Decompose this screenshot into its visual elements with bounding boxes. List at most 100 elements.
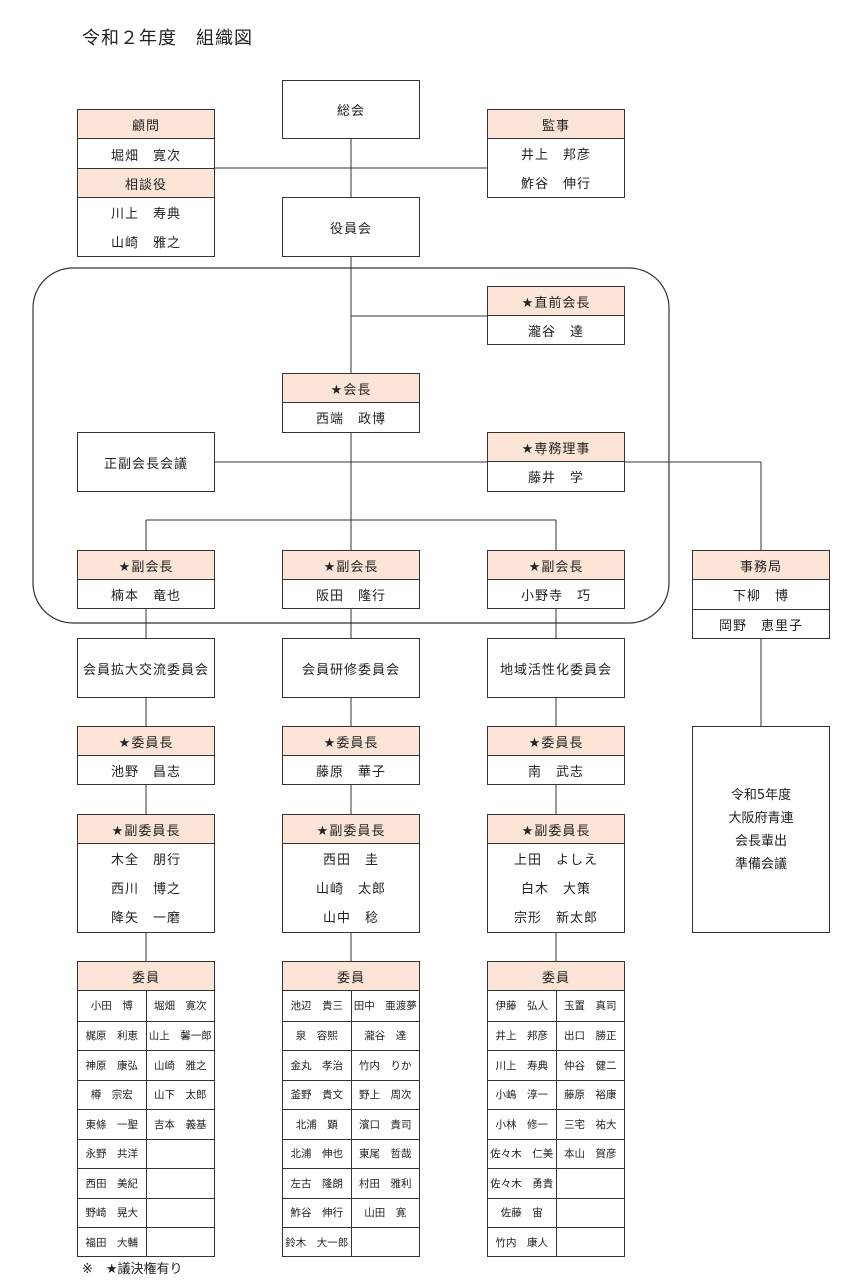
member-row: 永野 共洋 (78, 1138, 214, 1168)
committee-members-table: 委員小田 博堀畑 寛次梶原 利恵山上 馨一郎神原 康弘山崎 雅之樽 宗宏山下 太… (77, 961, 215, 1257)
managing-director-header: ★専務理事 (488, 433, 624, 462)
member-name: 野上 周次 (350, 1080, 420, 1109)
member-name: 梶原 利恵 (85, 1030, 139, 1043)
committee-vice-chair-box: ★副委員長木全 朋行西川 博之降矢 一磨 (77, 814, 215, 933)
member-name: 竹内 りか (350, 1051, 420, 1080)
vp-meeting-box: 正副会長会議 (77, 432, 215, 492)
committee-members-header: 委員 (488, 962, 624, 991)
committee-vice-chair-name: 白木 大策 (520, 882, 591, 897)
member-name (555, 1169, 625, 1198)
counselor-name: 川上 寿典 (110, 207, 181, 222)
managing-director-box: ★専務理事 藤井 学 (487, 432, 625, 492)
member-row: 伊藤 弘人玉置 真司 (488, 991, 624, 1021)
secretariat-note-line: 準備会議 (734, 856, 787, 872)
member-row: 神原 康弘山崎 雅之 (78, 1050, 214, 1080)
committee-members-header: 委員 (283, 962, 419, 991)
advisor-header: 顧問 (78, 110, 214, 139)
member-row: 佐々木 勇貴 (488, 1168, 624, 1198)
member-row: 野崎 晃大 (78, 1197, 214, 1227)
member-row: 東條 一聖吉本 義基 (78, 1109, 214, 1139)
auditor-header: 監事 (488, 110, 624, 139)
member-name: 瀧谷 達 (350, 1021, 420, 1050)
member-name: 神原 康弘 (85, 1059, 139, 1072)
member-name: 出口 勝正 (555, 1021, 625, 1050)
committee-name-box: 地域活性化委員会 (487, 638, 625, 698)
member-row: 西田 美紀 (78, 1168, 214, 1198)
general-assembly-box: 総会 (282, 80, 420, 139)
vice-president-name: 阪田 隆行 (315, 588, 386, 604)
member-name: 吉本 義基 (145, 1110, 215, 1139)
committee-vice-chair-name: 宗形 新太郎 (513, 911, 598, 926)
member-name: 池辺 貴三 (290, 1000, 344, 1013)
vice-president-box: ★副会長 阪田 隆行 (282, 550, 420, 609)
committee-vice-chair-name: 降矢 一磨 (110, 911, 181, 926)
member-row: 井上 邦彦出口 勝正 (488, 1020, 625, 1050)
past-president-name: 瀧谷 達 (527, 324, 584, 340)
member-name: 左古 隆朗 (290, 1177, 344, 1190)
member-row: 鮓谷 伸行山田 寛 (283, 1197, 419, 1227)
vice-president-box: ★副会長 楠本 竜也 (77, 550, 215, 609)
member-name: 井上 邦彦 (495, 1030, 549, 1043)
member-name: 小嶋 淳一 (495, 1089, 549, 1102)
auditor-name: 井上 邦彦 (520, 148, 591, 163)
committee-name: 会員研修委員会 (301, 662, 400, 678)
member-name (145, 1228, 215, 1257)
member-row: 泉 容熙瀧谷 達 (283, 1020, 420, 1050)
vice-president-header: ★副会長 (488, 551, 624, 580)
member-name: 北浦 伸也 (290, 1148, 344, 1161)
secretariat-name: 岡野 恵里子 (693, 609, 829, 638)
member-row: 梶原 利恵山上 馨一郎 (78, 1020, 215, 1050)
member-row: 小嶋 淳一藤原 裕康 (488, 1079, 624, 1109)
member-name (555, 1198, 625, 1227)
member-name (350, 1228, 420, 1257)
member-name: 佐々木 仁美 (490, 1148, 554, 1161)
vice-president-header: ★副会長 (78, 551, 214, 580)
committee-name: 地域活性化委員会 (499, 662, 612, 678)
member-name: 山上 馨一郎 (145, 1021, 215, 1050)
member-row: 釜野 貴文野上 周次 (283, 1079, 420, 1109)
member-name: 小田 博 (90, 1000, 133, 1013)
member-name: 竹内 康人 (495, 1236, 549, 1249)
member-name (555, 1228, 625, 1257)
committee-vice-chair-name: 木全 朋行 (110, 853, 181, 868)
auditor-box: 監事 井上 邦彦 鮓谷 伸行 (487, 109, 625, 198)
president-name: 西端 政博 (315, 412, 386, 427)
member-name: 北浦 顕 (295, 1118, 338, 1131)
president-header: ★会長 (283, 374, 419, 403)
member-name: 玉置 真司 (555, 991, 625, 1021)
member-name: 佐々木 勇貴 (490, 1177, 554, 1190)
committee-vice-chair-name: 上田 よしえ (513, 853, 598, 868)
member-row: 川上 寿典仲谷 健二 (488, 1050, 624, 1080)
member-name: 永野 共洋 (85, 1148, 139, 1161)
committee-vice-chair-header: ★副委員長 (488, 815, 624, 844)
auditor-name: 鮓谷 伸行 (520, 177, 591, 192)
past-president-header: ★直前会長 (488, 287, 624, 316)
member-name: 金丸 孝治 (290, 1059, 344, 1072)
advisor-name: 堀畑 寛次 (110, 148, 181, 164)
vice-president-header: ★副会長 (283, 551, 419, 580)
past-president-box: ★直前会長 瀧谷 達 (487, 286, 625, 345)
board-box: 役員会 (282, 197, 420, 257)
member-name: 東條 一聖 (85, 1118, 139, 1131)
member-row: 北浦 伸也東尾 哲哉 (283, 1138, 419, 1168)
member-name: 仲谷 健二 (555, 1051, 625, 1080)
member-name: 泉 容熙 (295, 1030, 338, 1043)
member-row: 樽 宗宏山下 太郎 (78, 1079, 214, 1109)
committee-members-header: 委員 (78, 962, 214, 991)
counselor-header: 相談役 (78, 168, 214, 198)
vice-president-name: 小野寺 巧 (520, 588, 591, 604)
secretariat-note-box: 令和5年度 大阪府青連 会長輩出 準備会議 (692, 726, 830, 933)
member-name: 田中 亜渡夢 (350, 991, 420, 1021)
vice-president-name: 楠本 竜也 (110, 588, 181, 604)
member-name: 川上 寿典 (495, 1059, 549, 1072)
committee-vice-chair-name: 西川 博之 (110, 882, 181, 897)
committee-vice-chair-box: ★副委員長上田 よしえ白木 大策宗形 新太郎 (487, 814, 625, 933)
member-row: 北浦 顕濱口 貴司 (283, 1109, 419, 1139)
member-name: 西田 美紀 (85, 1177, 139, 1190)
member-name: 福田 大輔 (85, 1236, 139, 1249)
member-name: 釜野 貴文 (290, 1089, 344, 1102)
member-row: 竹内 康人 (488, 1227, 624, 1257)
counselor-name: 山崎 雅之 (110, 236, 181, 251)
member-row: 小林 修一三宅 祐大 (488, 1109, 624, 1139)
committee-name-box: 会員拡大交流委員会 (77, 638, 215, 698)
